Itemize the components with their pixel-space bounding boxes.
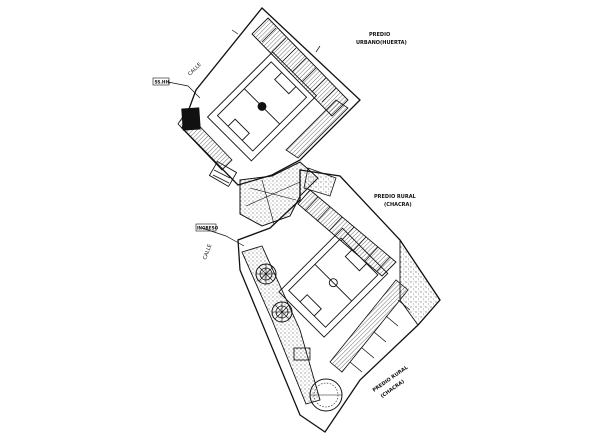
rosette-2 (271, 301, 293, 323)
predio-urbano-line2: URBANO(HUERTA) (356, 40, 407, 46)
calle-top-label: CALLE (187, 62, 203, 78)
lower-right-edge (399, 238, 441, 326)
lower-court-midline (314, 264, 352, 302)
left-garden (241, 245, 321, 405)
upper-court-center (257, 101, 267, 111)
plaza-trees (303, 167, 337, 197)
lower-court-key-top (344, 249, 367, 272)
upper-building-band-2 (285, 99, 349, 159)
rosettes (255, 263, 343, 412)
tag-mid-label: INGRESO (197, 226, 219, 231)
predio-rural-line2: (CHACRA) (384, 202, 412, 208)
connector-plaza (239, 161, 337, 227)
upper-court-key-top (274, 72, 297, 95)
annotation-leaders (167, 29, 321, 247)
upper-left-small-lines (212, 169, 231, 184)
predio-rural-line1: PREDIO RURAL (374, 194, 417, 200)
tag-mid-box (195, 223, 217, 232)
lower-building-rooms-2 (349, 299, 411, 373)
upper-building-rooms (261, 27, 337, 103)
plaza-paths (245, 179, 301, 225)
small-pavilion (293, 347, 311, 361)
leader-top (167, 81, 201, 99)
lower-court-outer (278, 227, 389, 338)
lower-court (278, 227, 389, 338)
tag-top-label: SS.HH. (155, 80, 171, 85)
leader-mid (201, 227, 245, 247)
north-mark (231, 29, 321, 53)
upper-block (177, 7, 361, 188)
lower-building-band-2 (329, 279, 409, 373)
predio-urbano-line1: PREDIO (369, 32, 390, 38)
lower-court-center (328, 278, 338, 288)
upper-left-block (181, 107, 201, 131)
bottom-circle (309, 378, 343, 412)
upper-court-key-bottom (227, 118, 250, 141)
tag-top-box (152, 77, 170, 86)
upper-court (206, 51, 318, 162)
calle-left-label: CALLE (202, 243, 213, 260)
rosette-1 (255, 263, 277, 285)
lower-building-rooms (304, 196, 391, 272)
lower-court-key-bottom (299, 294, 322, 317)
upper-court-outer (206, 51, 318, 162)
upper-left-small-block (208, 160, 238, 188)
